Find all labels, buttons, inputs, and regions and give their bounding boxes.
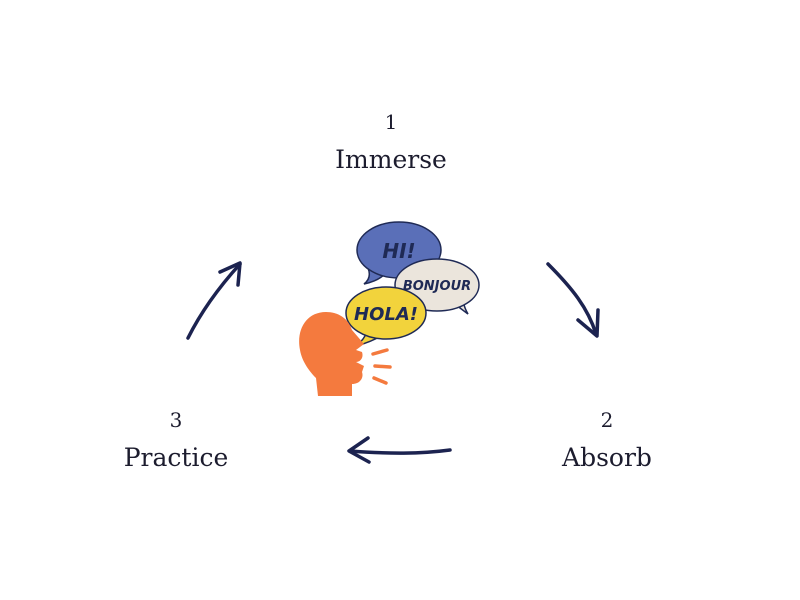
arrow-immerse-to-absorb: [546, 262, 600, 338]
bubble-text-hola: HOLA!: [354, 304, 418, 325]
speaking-head-icon: [299, 312, 392, 396]
step-number: 1: [384, 110, 398, 134]
speech-bubble-hola: HOLA!: [345, 286, 427, 347]
bubble-text-hi: HI!: [382, 239, 415, 263]
step-number: 2: [600, 408, 614, 432]
arrow-absorb-to-practice: [347, 436, 452, 464]
sound-lines: [371, 348, 392, 385]
step-label: Immerse: [335, 145, 447, 174]
step-label: Practice: [123, 443, 229, 472]
step-immerse: 1 Immerse: [291, 110, 491, 176]
bubble-text-bonjour: BONJOUR: [403, 279, 471, 294]
step-number: 3: [169, 408, 183, 432]
step-label: Absorb: [562, 443, 652, 472]
step-practice: 3 Practice: [76, 408, 276, 474]
step-absorb: 2 Absorb: [507, 408, 707, 474]
arrow-practice-to-immerse: [186, 261, 242, 340]
